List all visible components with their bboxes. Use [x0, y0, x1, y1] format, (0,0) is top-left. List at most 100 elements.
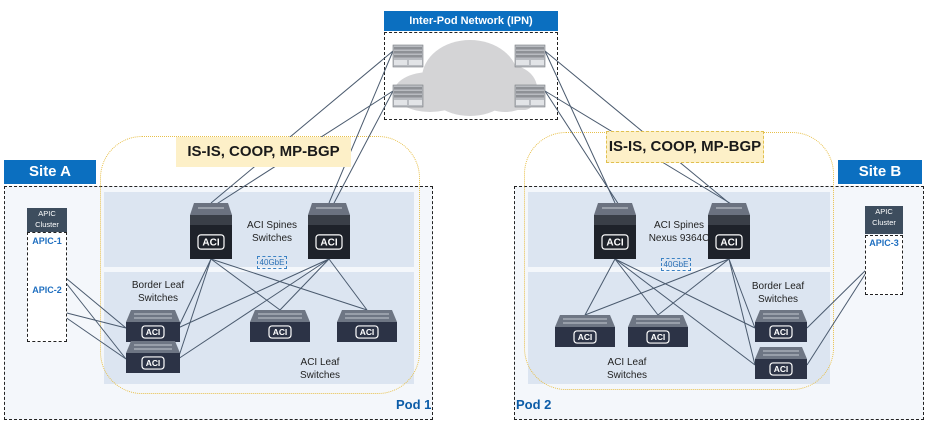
site-a-apic-cluster-title: APIC Cluster — [27, 208, 67, 232]
fabric-link — [657, 258, 730, 316]
site-b-apic-title-line2: Cluster — [872, 218, 896, 227]
aci-logo-icon — [646, 330, 670, 344]
aci-badge-text: ACI — [578, 332, 593, 342]
pod2-spine-label-line1: ACI Spines — [653, 220, 705, 231]
pod2-leaf-switch-icon: ACI — [555, 315, 615, 347]
aci-logo-icon — [141, 356, 165, 370]
ipn-link — [544, 50, 616, 204]
pod1-border-leaf-icon: ACI — [126, 341, 180, 373]
aci-badge-text: ACI — [273, 327, 288, 337]
aci-logo-icon — [355, 325, 379, 339]
fabric-link — [728, 258, 756, 329]
fabric-link — [584, 258, 616, 316]
aci-badge-text: ACI — [774, 364, 789, 374]
fabric-link — [177, 258, 330, 360]
pod2-border-leaf-icon: ACI — [755, 347, 807, 379]
pod1-spine-switch-icon: ACI — [190, 203, 232, 259]
pod1-spine-band — [104, 192, 414, 267]
fabric-link — [177, 258, 330, 329]
ipn-link — [544, 50, 730, 204]
site-a-apic-cluster — [27, 232, 67, 342]
pod2-protocols-label: IS-IS, COOP, MP-BGP — [606, 131, 764, 163]
ipn-link — [332, 90, 394, 206]
aci-badge-text: ACI — [146, 358, 161, 368]
ipn-router-icon — [392, 44, 424, 68]
aci-logo-icon — [769, 325, 793, 339]
ipn-link — [328, 50, 394, 204]
fabric-link — [210, 258, 368, 311]
pod2-spine-label: ACI Spines Nexus 9364C — [644, 219, 714, 245]
site-a-apic-title-line1: APIC — [38, 209, 56, 218]
site-a-apic-title-line2: Cluster — [35, 220, 59, 229]
aci-logo-icon — [141, 325, 165, 339]
ipn-router-icon — [514, 84, 546, 108]
pod1-leaf-switch-icon: ACI — [337, 310, 397, 342]
aci-logo-icon — [573, 330, 597, 344]
aci-badge-text: ACI — [720, 238, 737, 249]
aci-badge-text: ACI — [320, 238, 337, 249]
fabric-link — [177, 258, 212, 329]
site-a-tab: Site A — [4, 160, 96, 184]
aci-badge-text: ACI — [774, 327, 789, 337]
pod1-spine-switch-icon: ACI — [308, 203, 350, 259]
pod2-link-speed: 40GbE — [661, 258, 691, 271]
aci-badge-text: ACI — [360, 327, 375, 337]
apic-link — [806, 264, 872, 366]
ipn-link — [544, 90, 620, 206]
fabric-link — [584, 258, 730, 316]
ipn-router-icon — [392, 84, 424, 108]
site-b-apic-title-line1: APIC — [875, 207, 893, 216]
pod2-spine-switch-icon: ACI — [594, 203, 636, 259]
pod1-leaf-label: ACI Leaf Switches — [290, 356, 350, 382]
fabric-link — [614, 258, 659, 316]
pod2-leaf-label-line2: Switches — [606, 370, 647, 381]
apic-link — [806, 264, 872, 329]
pod1-spine-label: ACI Spines Switches — [240, 219, 304, 245]
aci-logo-icon — [715, 234, 743, 250]
pod2-spine-label-line2: Nexus 9364C — [648, 233, 710, 244]
apic-1-label: APIC-1 — [32, 236, 62, 246]
pod2-leaf-switch-icon: ACI — [628, 315, 688, 347]
aci-logo-icon — [197, 234, 225, 250]
apic-3-label: APIC-3 — [869, 238, 899, 248]
pod1-label: Pod 1 — [396, 397, 432, 412]
pod1-link-speed: 40GbE — [257, 256, 287, 269]
pod1-leaf-label-line2: Switches — [299, 370, 340, 381]
pod2-border-leaf-icon: ACI — [755, 310, 807, 342]
pod1-boundary — [100, 136, 420, 394]
aci-logo-icon — [769, 362, 793, 376]
pod1-border-leaf-label: Border Leaf Switches — [126, 279, 190, 305]
aci-logo-icon — [268, 325, 292, 339]
site-b-apic-cluster — [865, 235, 903, 295]
pod2-border-leaf-label-line2: Switches — [757, 294, 798, 305]
ipn-router-icon — [514, 44, 546, 68]
pod1-leaf-switch-icon: ACI — [250, 310, 310, 342]
ipn-link — [210, 50, 394, 204]
pod1-border-leaf-icon: ACI — [126, 310, 180, 342]
pod2-spine-band — [528, 192, 830, 267]
aci-badge-text: ACI — [651, 332, 666, 342]
pod2-border-leaf-label-line1: Border Leaf — [751, 281, 805, 292]
fabric-link — [279, 258, 330, 311]
pod1-border-leaf-label-line2: Switches — [137, 293, 178, 304]
pod1-border-leaf-label-line1: Border Leaf — [131, 280, 185, 291]
site-b-apic-cluster-title: APIC Cluster — [865, 206, 903, 234]
fabric-link — [614, 258, 756, 366]
site-b-tab: Site B — [838, 160, 922, 184]
pod2-leaf-label-line1: ACI Leaf — [607, 357, 647, 368]
fabric-link — [210, 258, 281, 311]
ipn-title: Inter-Pod Network (IPN) — [384, 11, 558, 31]
pod2-label: Pod 2 — [516, 397, 552, 412]
aci-badge-text: ACI — [202, 238, 219, 249]
pod1-spine-label-line2: Switches — [251, 233, 292, 244]
pod2-spine-switch-icon: ACI — [708, 203, 750, 259]
fabric-link — [728, 258, 756, 366]
apic-2-label: APIC-2 — [32, 285, 62, 295]
fabric-link — [328, 258, 368, 311]
pod1-leaf-label-line1: ACI Leaf — [300, 357, 340, 368]
aci-logo-icon — [315, 234, 343, 250]
fabric-link — [177, 258, 212, 360]
pod1-spine-label-line1: ACI Spines — [246, 220, 298, 231]
aci-badge-text: ACI — [606, 238, 623, 249]
